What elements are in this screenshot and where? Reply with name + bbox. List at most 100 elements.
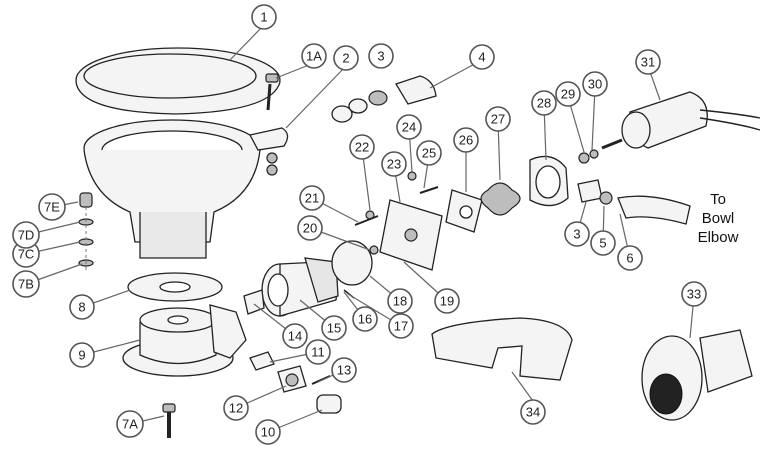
callout-14: 14 — [282, 323, 308, 349]
callout-19: 19 — [434, 288, 460, 314]
svg-text:10: 10 — [261, 425, 275, 440]
callout-24: 24 — [396, 114, 422, 140]
svg-text:14: 14 — [288, 329, 302, 344]
note-line-3: Elbow — [698, 229, 739, 246]
pump-cover — [431, 317, 573, 381]
svg-text:1: 1 — [260, 10, 267, 25]
callout-16: 16 — [352, 306, 378, 332]
svg-text:27: 27 — [491, 112, 505, 127]
callout-20: 20 — [297, 215, 323, 241]
svg-text:11: 11 — [311, 345, 325, 360]
svg-text:23: 23 — [387, 157, 401, 172]
callout-9: 9 — [69, 342, 95, 368]
callout-5: 5 — [590, 230, 616, 256]
callout-7e: 7E — [38, 193, 66, 221]
svg-text:30: 30 — [588, 77, 602, 92]
callout-26: 26 — [453, 127, 479, 153]
svg-text:28: 28 — [537, 96, 551, 111]
svg-text:13: 13 — [337, 363, 351, 378]
gasket-plate — [354, 171, 443, 271]
svg-text:1A: 1A — [306, 49, 322, 64]
callout-15: 15 — [321, 315, 347, 341]
svg-text:3: 3 — [377, 49, 384, 64]
impeller-assembly — [445, 155, 569, 233]
svg-text:17: 17 — [394, 319, 408, 334]
callout-10: 10 — [255, 419, 281, 445]
control-switch — [641, 329, 753, 421]
callout-25: 25 — [416, 140, 442, 166]
pump-base — [122, 304, 247, 377]
pump-housing — [243, 240, 373, 317]
callout-21: 21 — [299, 185, 325, 211]
callout-7b: 7B — [12, 270, 40, 298]
svg-text:7C: 7C — [18, 247, 35, 262]
to-bowl-elbow-note: To Bowl Elbow — [698, 191, 739, 246]
callout-1a: 1A — [301, 43, 327, 69]
callout-11: 11 — [305, 339, 331, 365]
svg-text:33: 33 — [687, 287, 701, 302]
svg-text:6: 6 — [626, 251, 633, 266]
svg-text:5: 5 — [599, 236, 606, 251]
callout-34: 34 — [520, 399, 546, 425]
callout-22: 22 — [349, 134, 375, 160]
callout-31: 31 — [635, 49, 661, 75]
hinge-bolt — [265, 73, 279, 111]
callout-17: 17 — [388, 313, 414, 339]
svg-text:12: 12 — [229, 401, 243, 416]
svg-text:15: 15 — [327, 321, 341, 336]
motor — [578, 91, 761, 164]
svg-text:16: 16 — [358, 312, 372, 327]
svg-text:21: 21 — [305, 191, 319, 206]
svg-text:2: 2 — [342, 51, 349, 66]
svg-text:7B: 7B — [18, 277, 34, 292]
svg-text:7A: 7A — [122, 417, 138, 432]
svg-text:34: 34 — [526, 405, 540, 420]
svg-text:7E: 7E — [44, 200, 60, 215]
toilet-bowl — [83, 119, 289, 259]
callout-28: 28 — [531, 90, 557, 116]
callout-18: 18 — [387, 288, 413, 314]
callout-3-top: 3 — [368, 43, 394, 69]
svg-text:18: 18 — [393, 294, 407, 309]
callout-12: 12 — [223, 395, 249, 421]
callout-2: 2 — [333, 45, 359, 71]
svg-text:24: 24 — [402, 120, 416, 135]
svg-text:7D: 7D — [18, 228, 35, 243]
bolt-7a — [162, 403, 176, 438]
callout-1: 1 — [251, 4, 277, 30]
seat-lid — [75, 47, 281, 115]
inlet-fittings — [331, 75, 437, 123]
fastener-stack — [78, 192, 94, 270]
callout-29: 29 — [555, 81, 581, 107]
callout-13: 13 — [331, 357, 357, 383]
callout-7c: 7C — [12, 240, 40, 268]
svg-text:9: 9 — [78, 348, 85, 363]
svg-text:26: 26 — [459, 133, 473, 148]
callout-3-right: 3 — [564, 221, 590, 247]
svg-text:25: 25 — [422, 146, 436, 161]
callout-6: 6 — [617, 245, 643, 271]
svg-text:29: 29 — [561, 87, 575, 102]
callout-23: 23 — [381, 151, 407, 177]
callout-33: 33 — [681, 281, 707, 307]
note-line-2: Bowl — [702, 210, 735, 227]
svg-text:4: 4 — [478, 50, 485, 65]
svg-text:19: 19 — [440, 294, 454, 309]
callout-7d: 7D — [12, 221, 40, 249]
discharge-fittings — [249, 351, 342, 414]
callout-30: 30 — [582, 71, 608, 97]
svg-text:20: 20 — [303, 221, 317, 236]
svg-text:31: 31 — [641, 55, 655, 70]
note-line-1: To — [710, 191, 726, 208]
callout-7a: 7A — [116, 410, 144, 438]
callout-27: 27 — [485, 106, 511, 132]
svg-text:3: 3 — [573, 227, 580, 242]
svg-text:8: 8 — [78, 300, 85, 315]
callout-8: 8 — [69, 294, 95, 320]
hose-fittings — [577, 179, 691, 225]
base-gasket — [127, 272, 223, 302]
callout-4: 4 — [469, 44, 495, 70]
svg-text:22: 22 — [355, 140, 369, 155]
